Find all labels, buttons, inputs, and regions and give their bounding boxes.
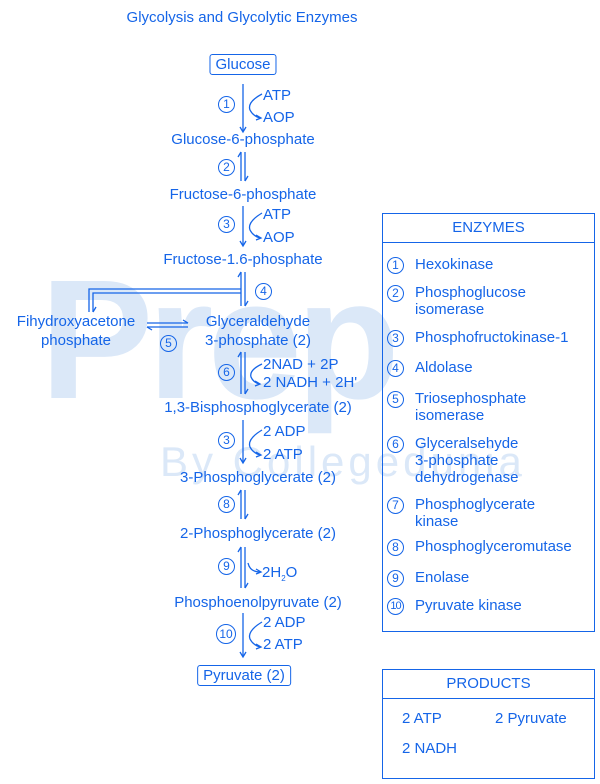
water-subscript: 2 [281, 574, 286, 583]
enzyme-number: 6 [387, 436, 404, 453]
metabolite-3-phosphoglycerate: 3-Phosphoglycerate (2) [180, 469, 336, 486]
step-number-1: 1 [218, 96, 235, 113]
metabolite-gap-line2: 3-phosphate (2) [205, 332, 311, 349]
cofactor-in-step10: 2 ADP [263, 614, 306, 631]
metabolite-fructose-1-6-phosphate: Fructose-1.6-phosphate [163, 251, 323, 268]
enzymes-heading: ENZYMES [383, 214, 594, 243]
enzyme-label: Pyruvate kinase [415, 597, 522, 614]
products-heading: PRODUCTS [383, 670, 594, 699]
enzyme-number: 7 [387, 497, 404, 514]
curve-step1 [248, 93, 263, 119]
cofactor-out-step9: 2H2O [262, 564, 297, 587]
enzyme-label: Triosephosphate isomerase [415, 390, 527, 424]
enzyme-number: 9 [387, 570, 404, 587]
curve-step9 [247, 562, 261, 573]
enzyme-number: 8 [387, 539, 404, 556]
step-number-9: 9 [218, 558, 235, 575]
enzyme-label: Phosphoglucose isomerase [415, 284, 526, 318]
product-pyruvate: 2 Pyruvate [495, 710, 567, 727]
step-number-6: 6 [218, 364, 235, 381]
cofactor-out-step6: 2 NADH + 2H' [263, 374, 358, 391]
metabolite-2-phosphoglycerate: 2-Phosphoglycerate (2) [180, 525, 336, 542]
cofactor-out-step1: AOP [263, 109, 295, 126]
water-o: O [285, 564, 298, 581]
enzyme-label: Phosphofructokinase-1 [415, 329, 569, 346]
cofactor-out-step10: 2 ATP [263, 636, 303, 653]
product-atp: 2 ATP [402, 710, 442, 727]
cofactor-in-step6: 2NAD + 2P [263, 356, 339, 373]
step-number-4: 4 [255, 283, 272, 300]
step-number-2: 2 [218, 159, 235, 176]
step-number-5: 5 [160, 335, 177, 352]
branch-to-dhap-inner [92, 292, 241, 312]
enzyme-number: 5 [387, 391, 404, 408]
curve-step3 [248, 212, 263, 239]
branch-to-dhap-outer [88, 288, 241, 312]
metabolite-gap-line1: Glyceraldehyde [205, 313, 311, 330]
curve-step6 [250, 363, 263, 385]
product-nadh: 2 NADH [402, 740, 458, 757]
water-h: 2H [262, 564, 282, 581]
watermark-brand: Prep [40, 245, 400, 435]
enzyme-number: 4 [387, 360, 404, 377]
cofactor-out-step7: 2 ATP [263, 446, 303, 463]
enzyme-number: 3 [387, 330, 404, 347]
diagram-title: Glycolysis and Glycolytic Enzymes [126, 9, 358, 26]
enzyme-label: Hexokinase [415, 256, 494, 273]
step-number-7: 3 [218, 432, 235, 449]
enzyme-label: Phosphoglyceromutase [415, 538, 572, 555]
metabolite-dhap-line1: Fihydroxyacetone [16, 313, 136, 330]
products-panel: PRODUCTS 2 ATP 2 Pyruvate 2 NADH [382, 669, 595, 779]
step-number-8: 8 [218, 496, 235, 513]
enzyme-label: Aldolase [415, 359, 473, 376]
step-number-10: 10 [216, 624, 236, 644]
enzyme-number: 2 [387, 285, 404, 302]
arrowhead-step1 [239, 126, 247, 134]
metabolite-phosphoenolpyruvate: Phosphoenolpyruvate (2) [174, 594, 342, 611]
metabolite-glucose: Glucose [209, 54, 277, 75]
enzymes-panel: ENZYMES 1 Hexokinase 2 Phosphoglucose isome… [382, 213, 595, 632]
enzyme-number: 1 [387, 257, 404, 274]
cofactor-in-step3: ATP [263, 206, 292, 223]
curve-step7 [248, 429, 263, 456]
step-number-3: 3 [218, 216, 235, 233]
enzyme-label: Phosphoglycerate kinase [415, 496, 536, 530]
cofactor-in-step7: 2 ADP [263, 423, 306, 440]
metabolite-glucose-6-phosphate: Glucose-6-phosphate [171, 131, 315, 148]
enzyme-label: Glyceralsehyde 3-phosphate dehydrogenase [415, 435, 519, 486]
enzyme-label: Enolase [415, 569, 470, 586]
cofactor-in-step1: ATP [263, 87, 292, 104]
metabolite-fructose-6-phosphate: Fructose-6-phosphate [169, 186, 317, 203]
cofactor-out-step3: AOP [263, 229, 295, 246]
metabolite-1-3-bisphosphoglycerate: 1,3-Bisphosphoglycerate (2) [164, 399, 352, 416]
metabolite-pyruvate: Pyruvate (2) [197, 665, 291, 686]
metabolite-dhap-line2: phosphate [40, 332, 112, 349]
enzyme-number: 10 [387, 598, 404, 615]
curve-step10 [248, 621, 263, 648]
